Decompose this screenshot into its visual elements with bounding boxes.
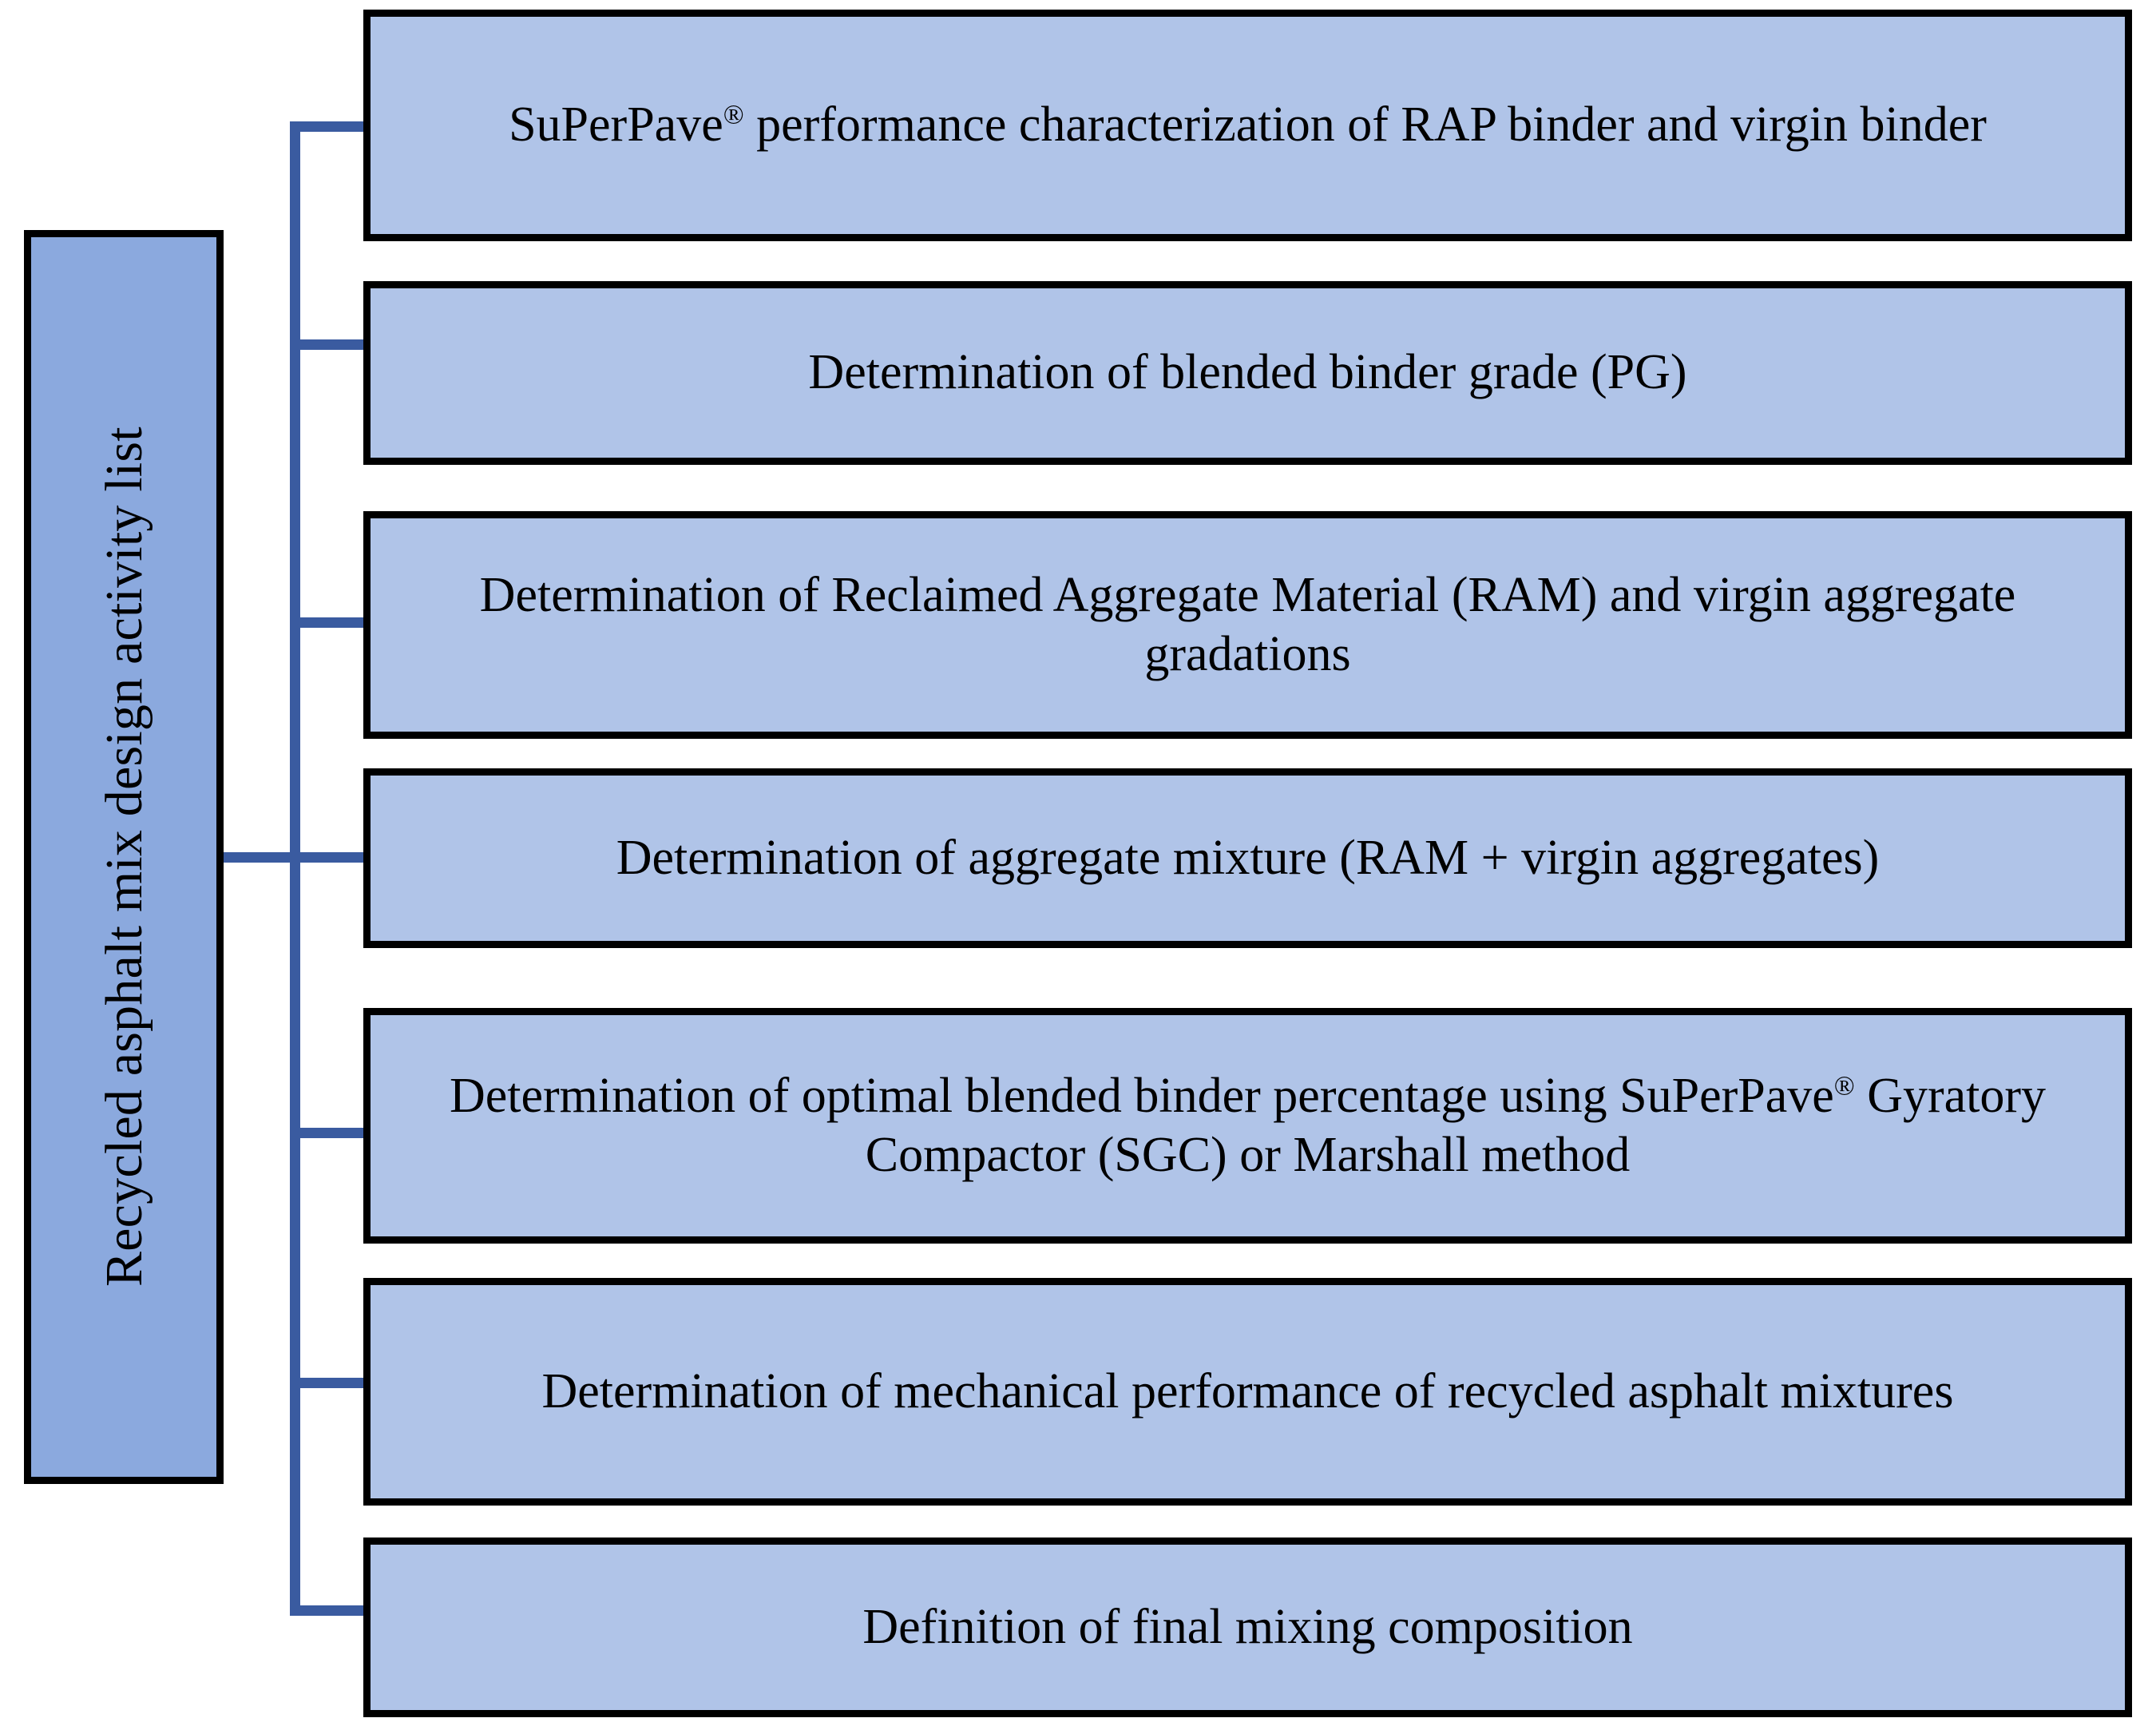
activity-node-7-label: Definition of final mixing composition [862,1599,1633,1654]
root-node-recycled-asphalt-mix-design-activity-list: Recycled asphalt mix design activity lis… [24,230,224,1484]
connector-branch-4 [290,852,370,863]
activity-node-2: Determination of blended binder grade (P… [363,281,2132,465]
connector-branch-1 [290,121,370,132]
connector-branch-5 [290,1128,370,1138]
activity-node-6-label: Determination of mechanical performance … [541,1363,1954,1418]
connector-trunk [290,121,300,1610]
activity-node-4-label: Determination of aggregate mixture (RAM … [616,830,1880,885]
connector-root-stem [224,852,295,863]
connector-branch-7 [290,1605,370,1616]
activity-node-6: Determination of mechanical performance … [363,1278,2132,1506]
activity-node-5-label: Determination of optimal blended binder … [449,1069,2046,1182]
activity-node-5: Determination of optimal blended binder … [363,1008,2132,1244]
connector-branch-6 [290,1378,370,1388]
activity-node-1: SuPerPave® performance characterization … [363,10,2132,241]
root-node-label: Recycled asphalt mix design activity lis… [94,427,153,1288]
activity-node-3-label: Determination of Reclaimed Aggregate Mat… [479,568,2016,681]
connector-branch-2 [290,339,370,350]
activity-node-7: Definition of final mixing composition [363,1538,2132,1717]
activity-node-4: Determination of aggregate mixture (RAM … [363,768,2132,948]
activity-node-3: Determination of Reclaimed Aggregate Mat… [363,511,2132,739]
activity-node-1-label: SuPerPave® performance characterization … [509,97,1987,153]
activity-node-2-label: Determination of blended binder grade (P… [808,345,1687,400]
connector-branch-3 [290,617,370,628]
